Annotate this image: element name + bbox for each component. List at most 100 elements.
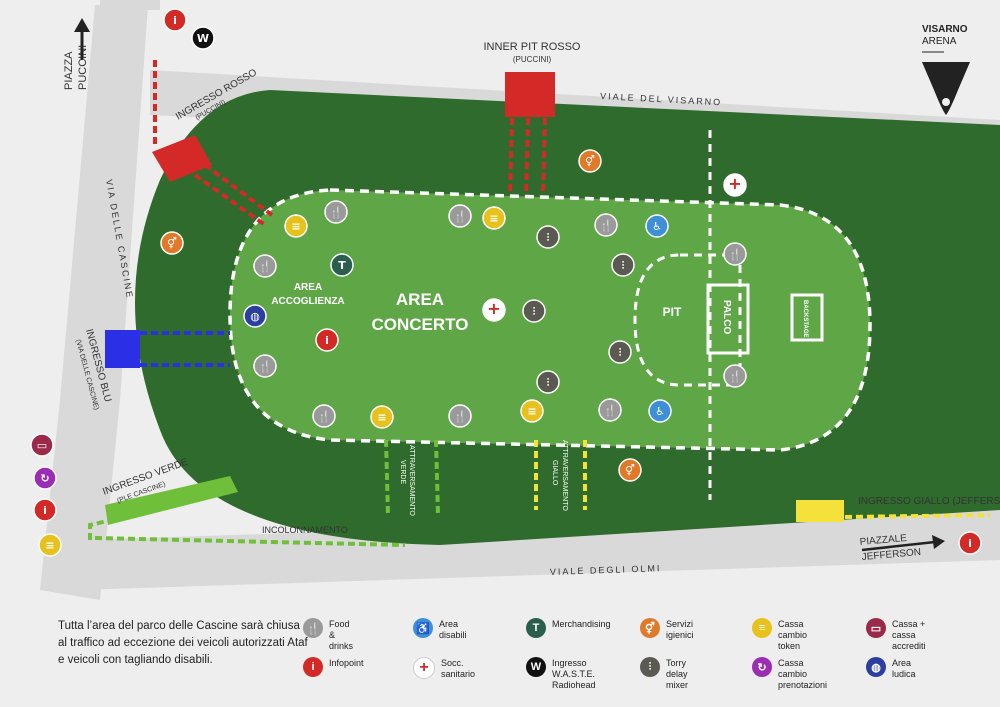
legend-label-food: Food & drinks <box>329 619 354 651</box>
info-icon: i <box>958 531 982 555</box>
legend-label-disabili: Area disabili <box>439 619 467 640</box>
svg-text:≡: ≡ <box>377 411 386 424</box>
legend-label-cassa: Cassa + cassa accrediti <box>892 619 926 651</box>
svg-text:♿: ♿ <box>655 405 665 418</box>
refresh-icon: ↻ <box>33 466 57 490</box>
food-icon: 🍴 <box>723 242 747 266</box>
legend-label-merch: Merchandising <box>552 619 611 629</box>
info-icon: i <box>163 8 187 32</box>
ingresso-rosso-block <box>152 135 212 182</box>
ingresso-giallo-label: INGRESSO GIALLO (JEFFERSON) <box>858 496 1000 507</box>
svg-text:i: i <box>43 504 47 517</box>
svg-text:⫶: ⫶ <box>547 231 550 244</box>
svg-text:🍴: 🍴 <box>317 410 331 423</box>
poi-markers: iW≡🍴🍴T◍i🍴🍴≡🍴≡🍴♿🍴≡🍴♿⫶⫶⫶+⫶⫶⚥⚥⚥+🍴🍴▭↻i≡i <box>30 8 982 557</box>
toilet-icon: ⚥ <box>578 149 602 173</box>
shirt-icon: T <box>526 618 546 638</box>
area-concerto-label-1: AREA <box>396 290 444 309</box>
svg-text:⫶: ⫶ <box>547 376 550 389</box>
svg-text:🍴: 🍴 <box>258 260 272 273</box>
token-icon: ≡ <box>520 399 544 423</box>
legend-item-food: 🍴 Food & drinks <box>303 618 353 652</box>
area-concerto-label-2: CONCERTO <box>372 315 469 334</box>
palco-stage <box>706 283 750 355</box>
svg-text:≡: ≡ <box>527 405 536 418</box>
token-icon: ≡ <box>284 214 308 238</box>
svg-text:+: + <box>487 299 500 318</box>
legend-label-prenotazioni: Cassa cambio prenotazioni <box>778 658 828 690</box>
waste-icon: W <box>526 657 546 677</box>
ingresso-giallo-block <box>796 500 844 522</box>
pit-label: PIT <box>663 305 682 319</box>
svg-text:≡: ≡ <box>45 539 54 552</box>
info-icon: i <box>33 498 57 522</box>
toilet-icon: ⚥ <box>618 458 642 482</box>
via-delle-cascine-road <box>40 5 148 600</box>
inner-pit-rosso-block <box>505 72 555 117</box>
svg-text:⫶: ⫶ <box>533 305 536 318</box>
legend-label-infopoint: Infopoint <box>329 658 364 668</box>
visarno-logo-icon <box>922 62 970 115</box>
svg-text:+: + <box>728 174 741 193</box>
blu-path <box>140 331 230 367</box>
legend-item-servizi: ⚥ Servizi igienici <box>640 618 694 641</box>
ball-icon: ◍ <box>243 304 267 328</box>
food-icon: 🍴 <box>312 404 336 428</box>
inner-pit-label: INNER PIT ROSSO <box>484 41 581 53</box>
legend-item-disabili: ♿ Area disabili <box>413 618 467 641</box>
svg-text:i: i <box>968 537 972 550</box>
token-icon: ≡ <box>38 533 62 557</box>
mixer-icon: ⫶ <box>536 370 560 394</box>
svg-text:⫶: ⫶ <box>622 259 625 272</box>
street-piazza-label: PIAZZA <box>63 51 75 90</box>
info-icon: i <box>303 657 323 677</box>
token-icon: ≡ <box>482 206 506 230</box>
food-icon: 🍴 <box>253 254 277 278</box>
mixer-icon: ⫶ <box>640 657 660 677</box>
legend-item-waste: W Ingresso W.A.S.T.E. Radiohead <box>526 657 596 691</box>
legend-item-prenotazioni: ↻ Cassa cambio prenotazioni <box>752 657 827 691</box>
viale-degli-olmi-road <box>80 510 1000 590</box>
medical-icon: + <box>482 298 506 322</box>
pit-area <box>633 253 742 387</box>
svg-text:≡: ≡ <box>291 220 300 233</box>
attr-verde-label-1: ATTRAVERSAMENTO <box>408 445 415 516</box>
road-top-left <box>100 0 160 10</box>
verde-path <box>88 439 440 547</box>
svg-text:≡: ≡ <box>489 212 498 225</box>
waste-icon: W <box>191 26 215 50</box>
toilet-icon: ⚥ <box>160 231 184 255</box>
legend-label-sanitario: Socc. sanitario <box>441 658 476 679</box>
legend-item-merch: T Merchandising <box>526 618 611 638</box>
svg-text:🍴: 🍴 <box>728 370 742 383</box>
food-icon: 🍴 <box>448 404 472 428</box>
food-icon: 🍴 <box>598 398 622 422</box>
food-icon: 🍴 <box>448 204 472 228</box>
svg-text:🍴: 🍴 <box>453 210 467 223</box>
medical-icon: + <box>413 657 435 679</box>
traffic-note: Tutta l’area del parco delle Cascine sar… <box>58 620 308 666</box>
svg-text:⚥: ⚥ <box>625 464 635 477</box>
palco-label: PALCO <box>721 300 732 334</box>
legend-item-cassa: ▭ Cassa + cassa accrediti <box>866 618 926 652</box>
street-jefferson-label: JEFFERSON <box>861 547 921 563</box>
disabled-icon: ♿ <box>648 399 672 423</box>
disabled-icon: ♿ <box>413 618 433 638</box>
disabled-icon: ♿ <box>645 214 669 238</box>
svg-text:🍴: 🍴 <box>258 360 272 373</box>
svg-text:i: i <box>173 14 177 27</box>
svg-text:🍴: 🍴 <box>603 404 617 417</box>
svg-text:🍴: 🍴 <box>329 206 343 219</box>
backstage-label: BACKSTAGE <box>802 300 808 338</box>
legend-item-infopoint: i Infopoint <box>303 657 364 677</box>
mixer-icon: ⫶ <box>611 253 635 277</box>
svg-text:▭: ▭ <box>37 439 47 452</box>
food-icon: 🍴 <box>594 213 618 237</box>
mixer-icon: ⫶ <box>522 299 546 323</box>
refresh-icon: ↻ <box>752 657 772 677</box>
ticket-icon: ▭ <box>30 433 54 457</box>
medical-icon: + <box>723 173 747 197</box>
shirt-icon: T <box>330 253 354 277</box>
ingresso-blu-block <box>105 330 140 368</box>
